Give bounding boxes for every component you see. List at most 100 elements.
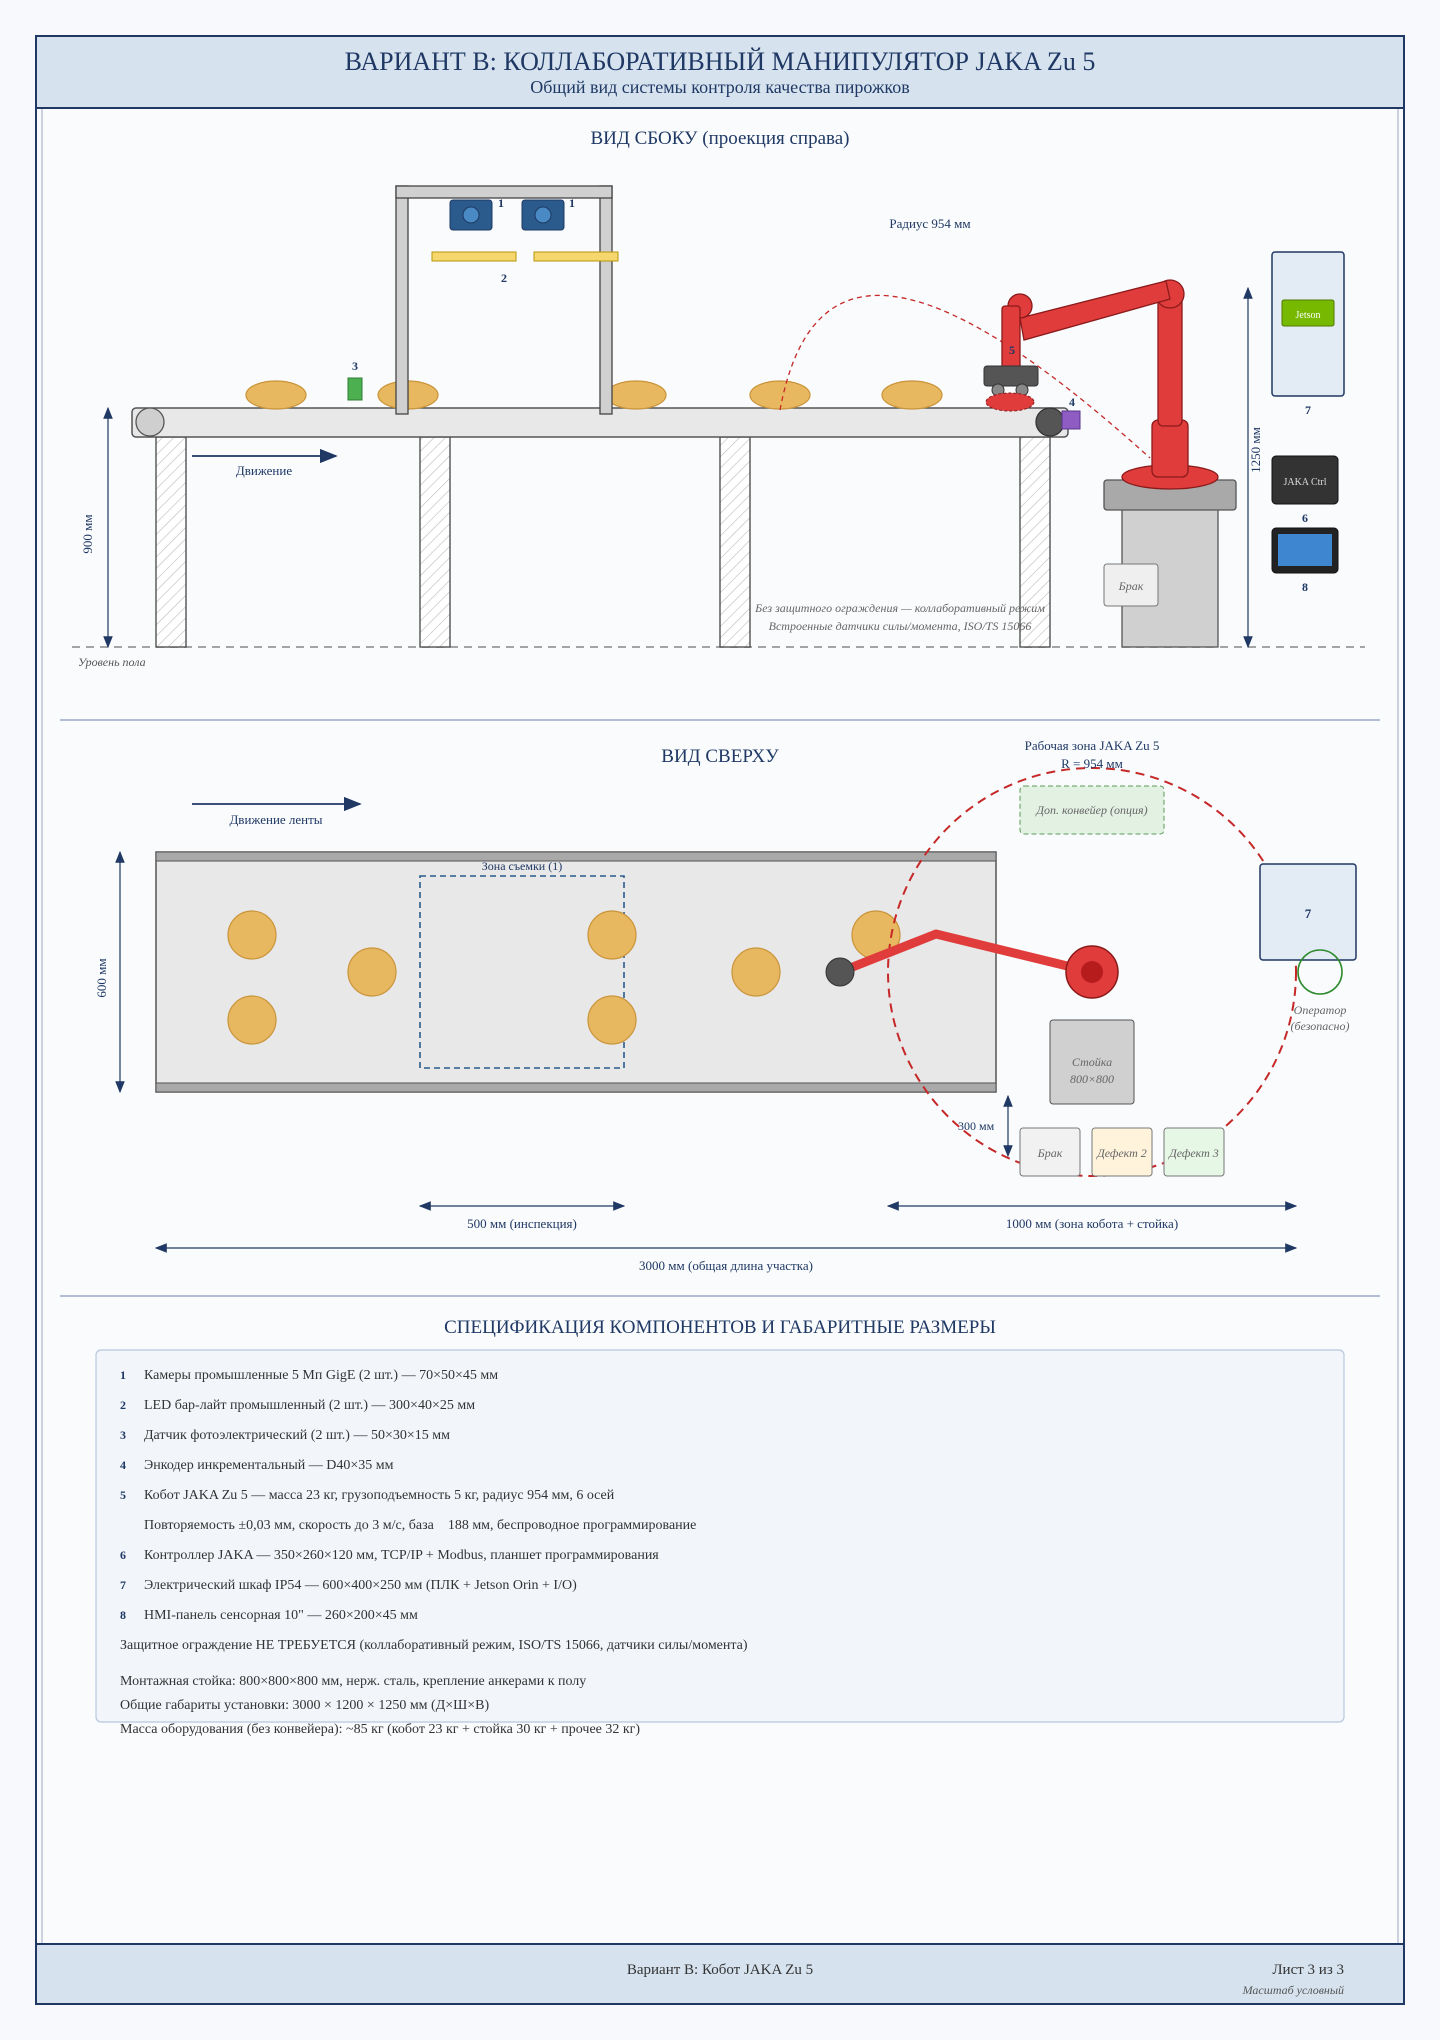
dim-label-300: 300 мм	[958, 1119, 995, 1133]
reject-bin-label: Брак	[1118, 579, 1144, 593]
spec-title: СПЕЦИФИКАЦИЯ КОМПОНЕНТОВ И ГАБАРИТНЫЕ РА…	[444, 1317, 996, 1338]
callout-7: 7	[1305, 403, 1311, 417]
collab-note-1: Без защитного ограждения — коллаборативн…	[754, 601, 1045, 615]
callout-2: 2	[501, 271, 507, 285]
led-bar	[533, 251, 619, 262]
top-view: ВИД СВЕРХУ Движение ленты 600 мм Зона съ…	[94, 738, 1357, 1273]
spec-item: 5 Кобот JAKA Zu 5 — масса 23 кг, грузопо…	[120, 1488, 615, 1503]
pie	[227, 995, 277, 1045]
dim-label-total: 3000 мм (общая длина участка)	[639, 1258, 813, 1273]
spec-item-text: HMI-панель сенсорная 10" — 260×200×45 мм	[144, 1608, 418, 1623]
work-zone-radius: R = 954 мм	[1061, 756, 1123, 771]
dim-label-inspection: 500 мм (инспекция)	[467, 1216, 577, 1231]
operator-safe: (безопасно)	[1291, 1019, 1350, 1033]
camera-icon	[449, 199, 493, 231]
conveyor-leg	[419, 436, 451, 648]
spec-item-text: LED бар-лайт промышленный (2 шт.) — 300×…	[144, 1398, 475, 1413]
title-block: ВАРИАНТ В: КОЛЛАБОРАТИВНЫЙ МАНИПУЛЯТОР J…	[35, 35, 1405, 109]
spec-item: 4 Энкодер инкрементальный — D40×35 мм	[120, 1458, 394, 1473]
stand-label: Стойка	[1072, 1055, 1112, 1069]
reject-bin-top	[1019, 1127, 1081, 1177]
spec-item: 1 Камеры промышленные 5 Мп GigE (2 шт.) …	[120, 1368, 498, 1383]
camera-icon	[521, 199, 565, 231]
gantry-post-left	[395, 185, 409, 415]
spec-item: 8 HMI-панель сенсорная 10" — 260×200×45 …	[120, 1608, 418, 1623]
jetson-module	[1281, 299, 1335, 327]
top-view-title: ВИД СВЕРХУ	[661, 746, 779, 767]
dim-label-1250: 1250 мм	[1248, 427, 1263, 473]
pie	[731, 947, 781, 997]
jetson-label: Jetson	[1296, 310, 1321, 321]
pie	[587, 995, 637, 1045]
spec-item-text: Повторяемость ±0,03 мм, скорость до 3 м/…	[144, 1518, 696, 1533]
spec-item-text: Камеры промышленные 5 Мп GigE (2 шт.) — …	[144, 1368, 498, 1383]
spec-section: СПЕЦИФИКАЦИЯ КОМПОНЕНТОВ И ГАБАРИТНЫЕ РА…	[95, 1317, 1345, 1737]
spec-item-number: 2	[120, 1398, 126, 1412]
robot-stand-top-view	[1049, 1019, 1135, 1105]
pie	[587, 910, 637, 960]
hmi-screen	[1278, 534, 1332, 566]
spec-item-number: 6	[120, 1548, 126, 1562]
conveyor-rail-bottom	[155, 1082, 997, 1093]
spec-item: Повторяемость ±0,03 мм, скорость до 3 м/…	[144, 1518, 696, 1533]
movement-label: Движение	[236, 463, 292, 478]
extra-conveyor-label: Доп. конвейер (опция)	[1035, 803, 1147, 817]
floor-label: Уровень пола	[78, 655, 146, 669]
spec-item-number: 5	[120, 1488, 126, 1502]
gantry-beam	[395, 185, 613, 199]
spec-item: 7 Электрический шкаф IP54 — 600×400×250 …	[120, 1578, 577, 1593]
work-zone-label: Рабочая зона JAKA Zu 5	[1025, 738, 1160, 753]
pie	[245, 380, 307, 410]
led-bar	[431, 251, 517, 262]
conveyor-leg	[1019, 436, 1051, 648]
conveyor-drum	[135, 407, 165, 437]
work-zone-circle	[887, 767, 1297, 1177]
spec-item-number: 3	[120, 1428, 126, 1442]
pie	[605, 380, 667, 410]
spec-item-text: Энкодер инкрементальный — D40×35 мм	[144, 1458, 394, 1473]
electrical-cabinet-top	[1259, 863, 1357, 961]
conveyor-drum-motor	[1035, 407, 1065, 437]
spec-item: 3 Датчик фотоэлектрический (2 шт.) — 50×…	[120, 1428, 450, 1443]
spec-item-number: 7	[120, 1578, 126, 1592]
spec-item-text: Датчик фотоэлектрический (2 шт.) — 50×30…	[144, 1428, 450, 1443]
cabinet-num: 7	[1305, 906, 1312, 921]
pie	[347, 947, 397, 997]
dims-note: Общие габариты установки: 3000 × 1200 × …	[120, 1698, 490, 1713]
spec-item-number: 4	[120, 1458, 126, 1472]
pie	[749, 380, 811, 410]
scale-note: Масштаб условный	[1242, 1983, 1344, 1997]
collab-note-2: Встроенные датчики силы/момента, ISO/TS …	[769, 619, 1032, 633]
page-title: ВАРИАНТ В: КОЛЛАБОРАТИВНЫЙ МАНИПУЛЯТОР J…	[345, 47, 1096, 76]
callout-1: 1	[498, 196, 504, 210]
spec-item-number: 1	[120, 1368, 126, 1382]
callout-4: 4	[1069, 395, 1075, 409]
stand-size: 800×800	[1070, 1072, 1114, 1086]
cobot-arm-top	[825, 929, 1119, 999]
pie	[881, 380, 943, 410]
callout-8: 8	[1302, 580, 1308, 594]
photo-sensor	[347, 377, 363, 401]
spec-item: 2 LED бар-лайт промышленный (2 шт.) — 30…	[120, 1398, 475, 1413]
radius-label: Радиус 954 мм	[889, 216, 970, 231]
encoder	[1061, 410, 1081, 430]
spec-item-text: Электрический шкаф IP54 — 600×400×250 мм…	[144, 1578, 577, 1593]
callout-5: 5	[1009, 343, 1015, 357]
spec-item-text: Контроллер JAKA — 350×260×120 мм, TCP/IP…	[144, 1548, 659, 1563]
callout-3: 3	[352, 359, 358, 373]
stand-note: Монтажная стойка: 800×800×800 мм, нерж. …	[120, 1674, 586, 1689]
gantry-post-right	[599, 185, 613, 415]
dim-label-robot-zone: 1000 мм (зона кобота + стойка)	[1006, 1216, 1178, 1231]
belt-motion-label: Движение ленты	[229, 812, 322, 827]
camera-zone	[419, 875, 625, 1069]
footer-variant: Вариант В: Кобот JAKA Zu 5	[627, 1962, 813, 1978]
pie	[227, 910, 277, 960]
operator-marker	[1297, 949, 1343, 995]
conveyor-plan	[155, 851, 997, 1093]
mass-note: Масса оборудования (без конвейера): ~85 …	[120, 1722, 640, 1737]
extra-conveyor	[1019, 785, 1165, 835]
callout-6: 6	[1302, 511, 1308, 525]
sheet-number: Лист 3 из 3	[1272, 1962, 1344, 1978]
side-view-title: ВИД СБОКУ (проекция справа)	[590, 128, 849, 149]
